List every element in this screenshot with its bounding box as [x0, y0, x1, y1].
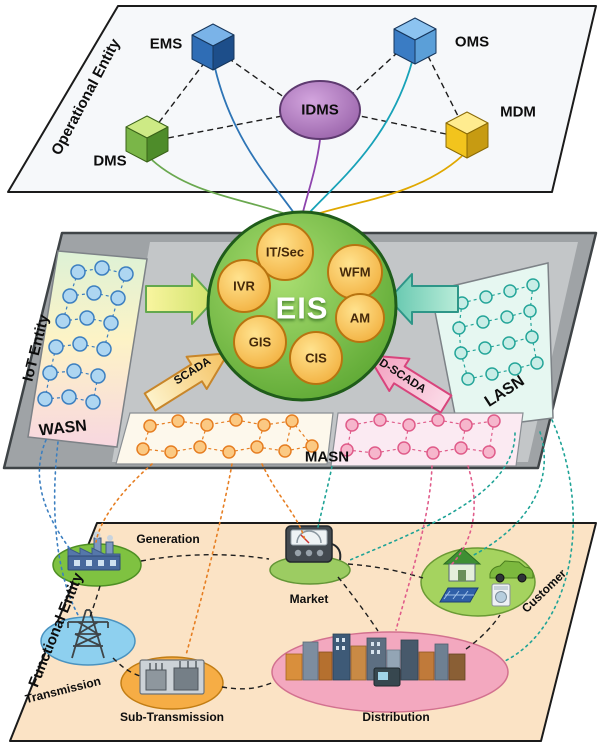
- city-skyline-icon: [285, 633, 466, 687]
- solar-panel-icon: [439, 587, 479, 603]
- transmission-tower-icon: [67, 609, 109, 659]
- arrow-right: [388, 273, 459, 325]
- functional-links: [89, 554, 501, 690]
- house-icon: [442, 547, 482, 582]
- oms-cube-icon: [393, 17, 437, 65]
- eis-module-circles: [217, 223, 385, 385]
- cis-circle: [289, 331, 343, 385]
- dscada-arrow: [366, 354, 453, 414]
- interlayer-links: [38, 419, 574, 662]
- customer-ellipse: [420, 547, 536, 617]
- ems-cube-icon: [191, 23, 235, 71]
- substation-icon: [139, 659, 205, 695]
- scada-arrow: [143, 352, 230, 412]
- factory-icon: [67, 531, 121, 571]
- gis-circle: [233, 315, 287, 369]
- masn-pink-network: [340, 413, 501, 460]
- market-meter-icon: [285, 525, 342, 563]
- operational-to-eis-curves: [151, 61, 463, 217]
- operational-links: [156, 51, 461, 139]
- transmission-ellipse: [40, 616, 136, 666]
- car-icon: [489, 560, 534, 583]
- arrow-left: [145, 273, 216, 325]
- itsec-circle: [256, 223, 314, 281]
- wfm-circle: [327, 244, 383, 300]
- washing-machine-icon: [491, 583, 511, 607]
- am-circle: [335, 293, 385, 343]
- mdm-cube-icon: [445, 111, 489, 159]
- customer-icons: [439, 547, 534, 607]
- wasn-network: [37, 260, 134, 410]
- idms-sphere: [279, 80, 361, 140]
- lasn-network: [452, 278, 544, 386]
- ivr-circle: [217, 259, 271, 313]
- dms-cube-icon: [125, 115, 169, 163]
- masn-orange-network: [136, 413, 319, 459]
